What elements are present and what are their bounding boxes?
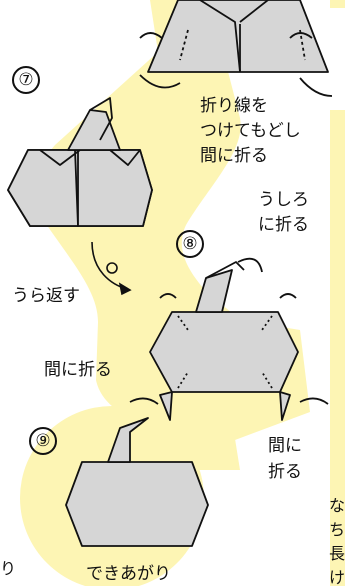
edge-fragment-right-2: ち: [329, 520, 345, 539]
sidebar-strip-top: [330, 0, 345, 8]
fold-inside-left-label: 間に折る: [44, 360, 112, 380]
fold-crease-label-line1: 折り線を: [200, 96, 268, 116]
yellow-bridge: [150, 410, 240, 470]
turn-over-arrow: [91, 241, 132, 296]
step7-number: ⑦: [12, 66, 40, 94]
step9-number: ⑨: [29, 427, 57, 455]
step8-figure: [129, 257, 329, 421]
sidebar-strip: [330, 110, 345, 586]
fold-crease-label-line3: 間に折る: [200, 146, 268, 166]
edge-fragment-right-3: 長: [329, 544, 345, 563]
edge-fragment-left-1: り: [0, 559, 17, 578]
fold-back-label-line2: に折る: [258, 215, 309, 235]
step9-figure: [65, 417, 209, 547]
turn-over-label: うら返す: [12, 286, 80, 306]
edge-fragment-right-1: な: [329, 496, 345, 515]
step7-figure: [7, 97, 153, 227]
finished-label: できあがり: [86, 564, 171, 584]
fold-back-label-line1: うしろ: [258, 190, 309, 210]
fold-inside-right-label-line1: 間に: [268, 436, 302, 456]
fold-inside-right-label-line2: 折る: [268, 462, 302, 482]
step6-figure: [139, 0, 333, 97]
step8-number: ⑧: [176, 230, 204, 258]
edge-fragment-right-4: け: [329, 568, 345, 587]
fold-crease-label-line2: つけてもどし: [200, 121, 301, 141]
